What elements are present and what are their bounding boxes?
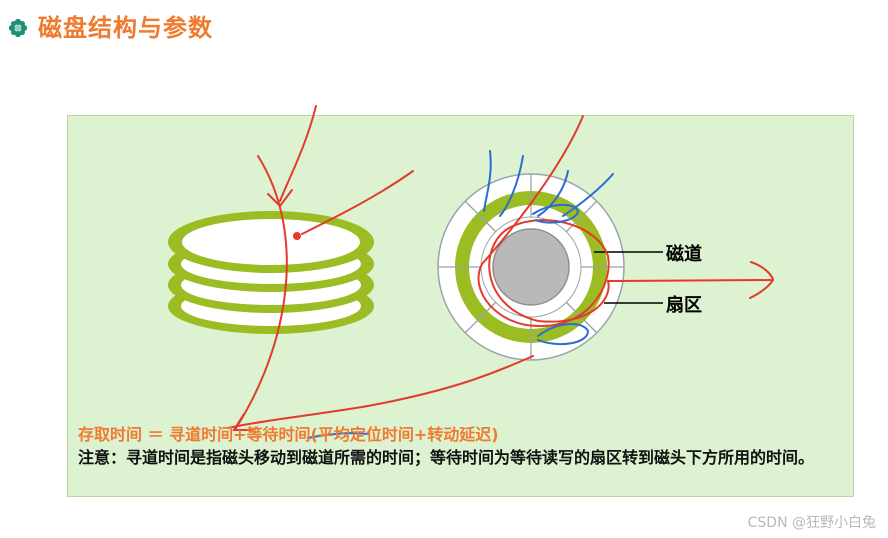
track-label: 磁道: [666, 244, 702, 265]
flower-bullet-icon: [8, 18, 28, 38]
platter-1: [168, 211, 374, 273]
blue-annotations: [307, 150, 614, 439]
note-text: 注意：寻道时间是指磁头移动到磁道所需的时间；等待时间为等待读写的扇区转到磁头下方…: [78, 448, 815, 467]
disk-surface: [437, 173, 663, 361]
access-time-formula: 存取时间 ＝ 寻道时间+等待时间(平均定位时间+转动延迟): [78, 425, 499, 444]
platter-stack: [168, 211, 374, 334]
sector-label: 扇区: [666, 295, 702, 316]
page-title: 磁盘结构与参数: [38, 14, 213, 42]
watermark: CSDN @狂野小白兔: [747, 515, 876, 531]
red-annotations: [227, 105, 775, 431]
header: 磁盘结构与参数: [8, 8, 213, 48]
slide-panel: 磁道 扇区 存取时间 ＝ 寻道时间+等待时间(平均定位时间+转动延迟) 注意：寻…: [67, 105, 854, 497]
diagram-canvas: [168, 105, 775, 439]
